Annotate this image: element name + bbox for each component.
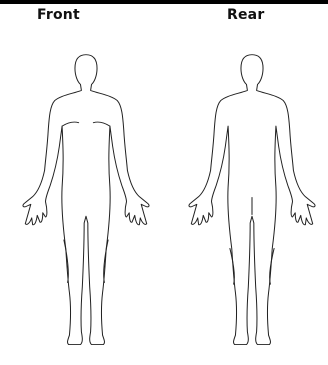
front-body-outline: [23, 55, 149, 345]
rear-body-outline: [189, 55, 315, 345]
